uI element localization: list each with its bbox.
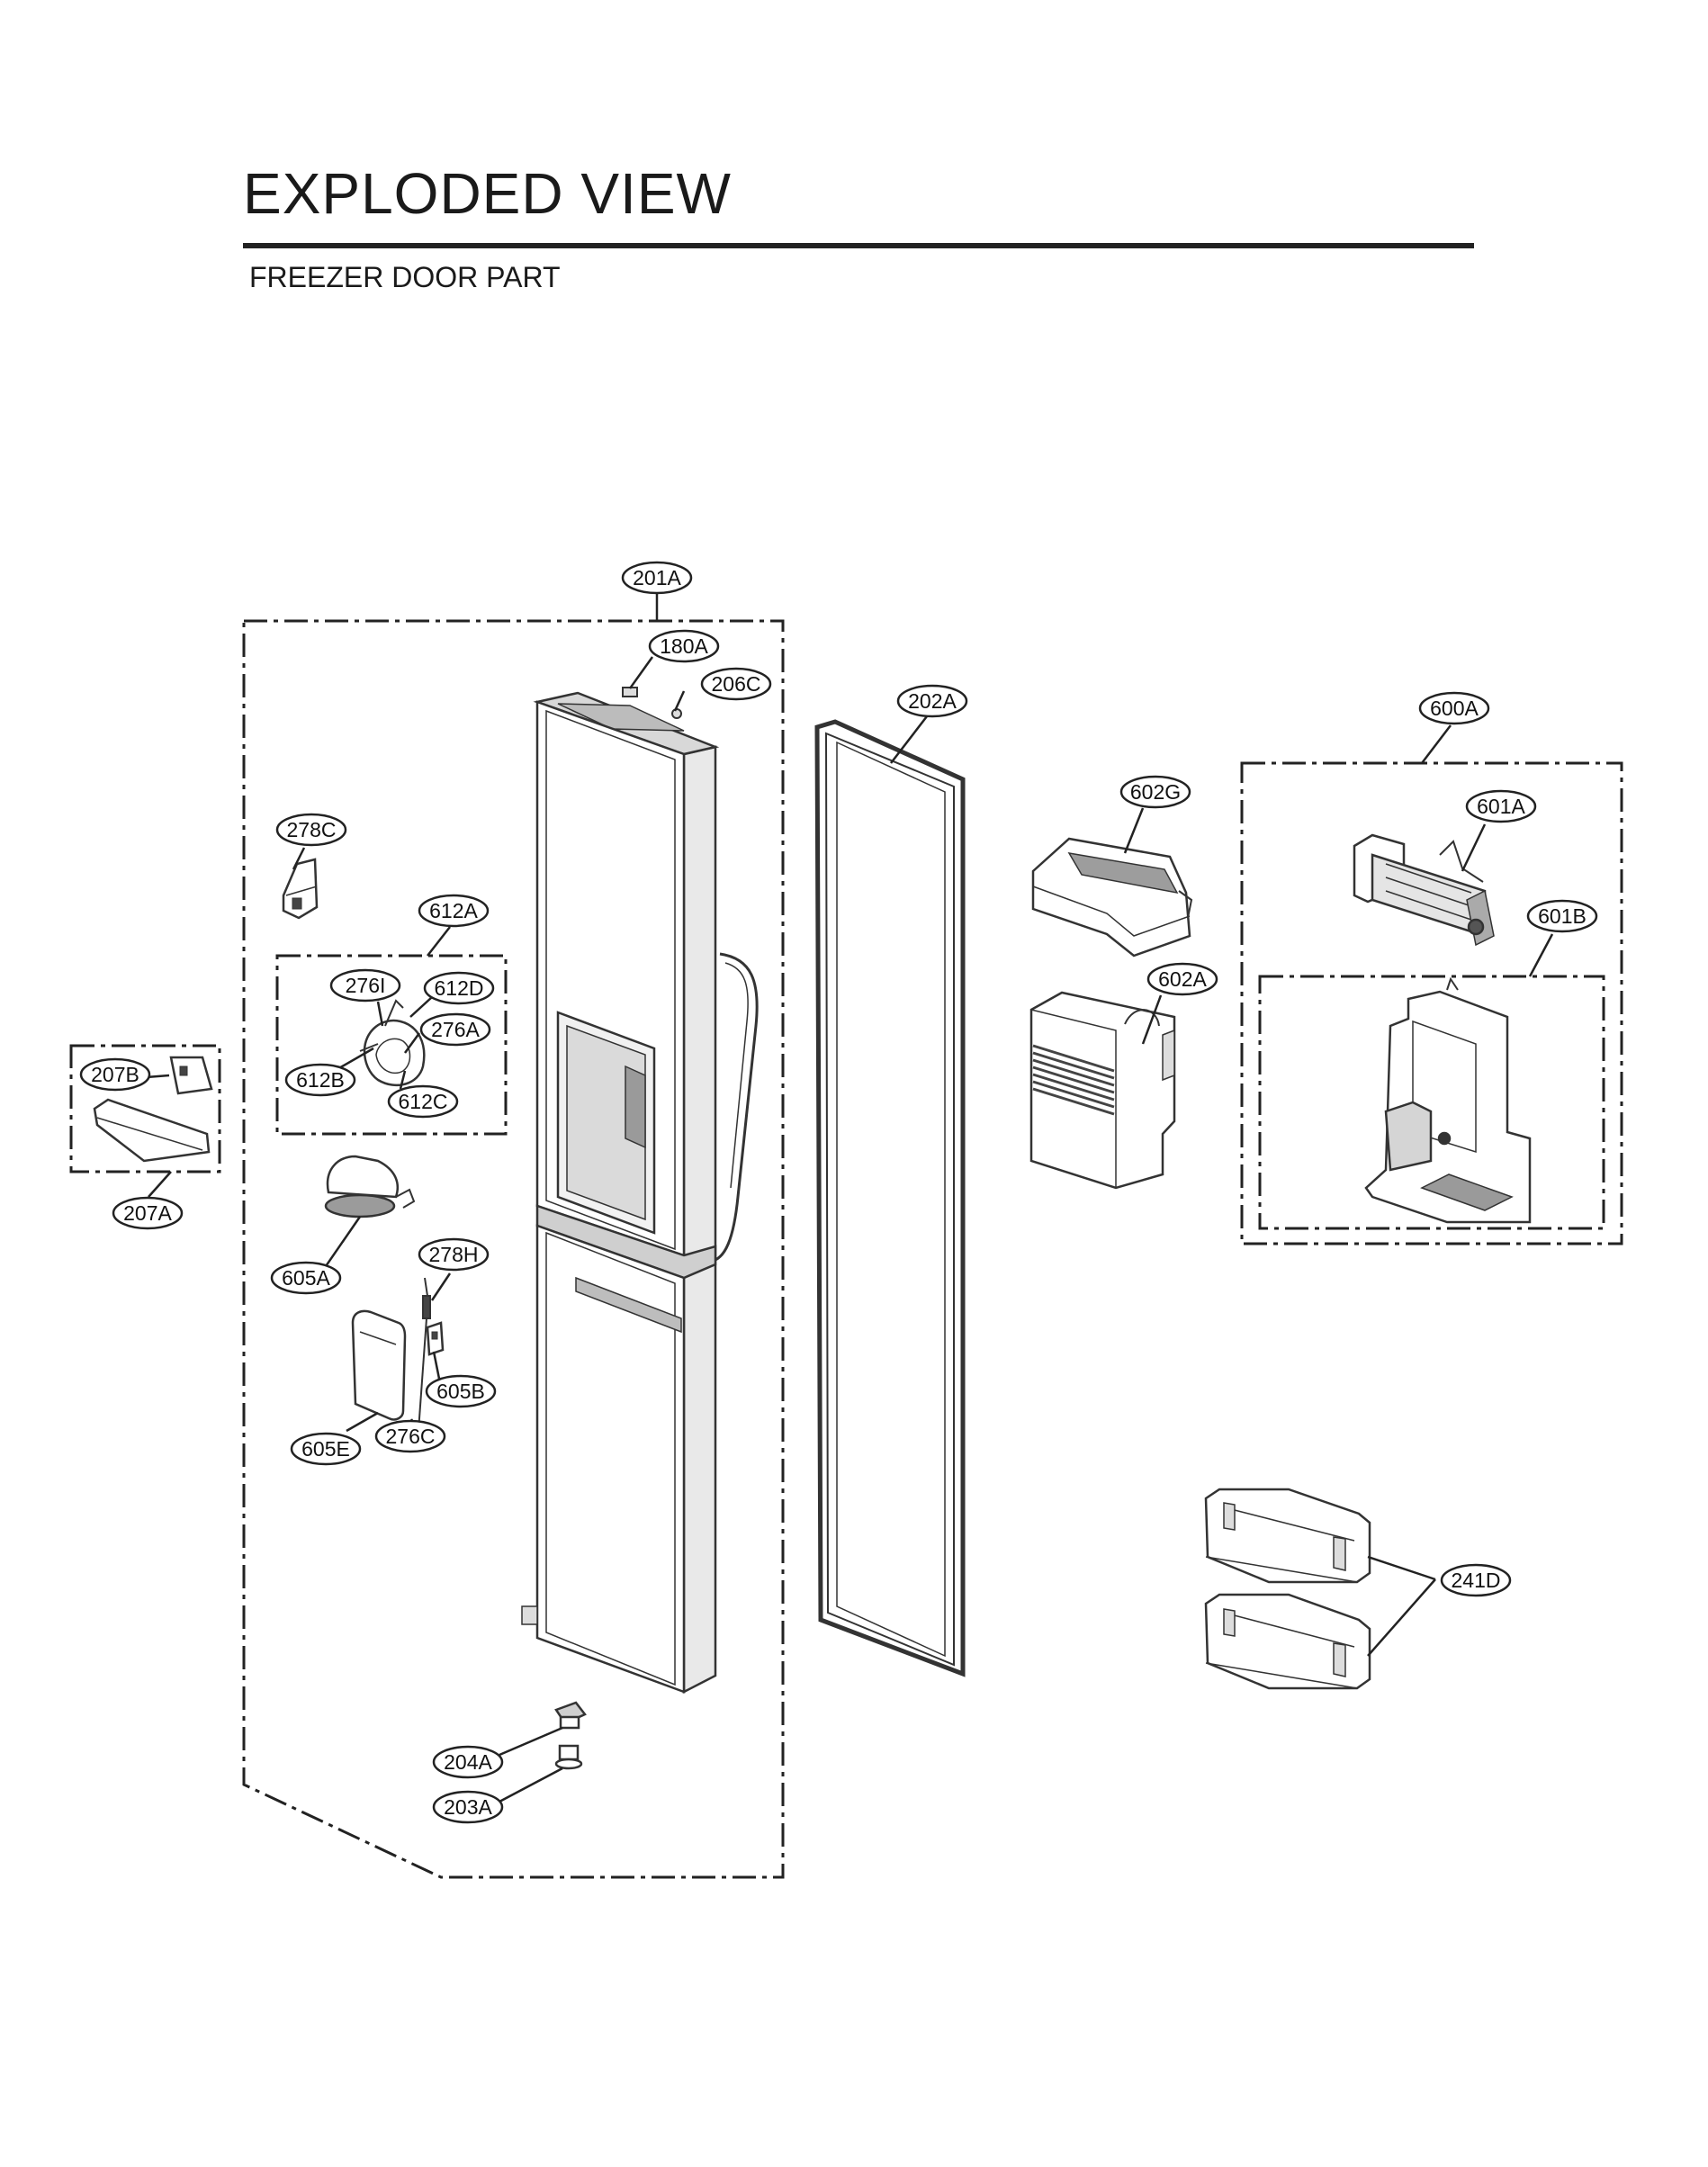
svg-text:207B: 207B — [91, 1063, 139, 1086]
part-612A-motor — [359, 999, 426, 1087]
door-basket-upper — [1204, 1488, 1371, 1584]
callout-602A: 602A — [1146, 962, 1218, 996]
part-605E-cover — [351, 1309, 407, 1421]
callout-241D: 241D — [1440, 1563, 1512, 1597]
svg-text:602G: 602G — [1130, 780, 1181, 804]
freezer-door-body — [521, 691, 759, 1695]
group-612A-boundary — [275, 954, 508, 1136]
svg-text:276C: 276C — [386, 1425, 436, 1448]
svg-text:612A: 612A — [429, 899, 478, 922]
svg-text:201A: 201A — [633, 566, 681, 589]
callout-203A: 203A — [432, 1790, 504, 1824]
svg-text:202A: 202A — [908, 689, 957, 713]
callout-202A: 202A — [896, 684, 968, 718]
part-207A-cover — [93, 1056, 213, 1163]
group-600A-boundary — [1240, 761, 1623, 1245]
page-title: EXPLODED VIEW — [243, 161, 732, 226]
ice-maker — [1353, 833, 1495, 947]
page-subtitle: FREEZER DOOR PART — [249, 261, 561, 293]
callout-278C: 278C — [275, 813, 347, 847]
callout-207B: 207B — [79, 1057, 151, 1092]
group-201A-boundary — [242, 619, 785, 1879]
svg-text:241D: 241D — [1452, 1569, 1501, 1592]
door-gasket — [814, 719, 966, 1677]
callout-605A: 605A — [270, 1261, 342, 1295]
svg-text:207A: 207A — [123, 1201, 172, 1225]
callout-201A: 201A — [621, 561, 693, 595]
svg-text:605A: 605A — [282, 1266, 330, 1290]
callout-276A: 276A — [419, 1012, 491, 1047]
callout-612D: 612D — [423, 971, 495, 1005]
ice-maker-bracket — [1364, 976, 1532, 1224]
callout-612A: 612A — [418, 894, 490, 928]
callout-601B: 601B — [1526, 899, 1598, 933]
svg-text:605E: 605E — [301, 1437, 350, 1461]
svg-text:612B: 612B — [296, 1068, 345, 1092]
callout-276C: 276C — [374, 1419, 446, 1453]
hinge-parts — [554, 1701, 587, 1770]
svg-text:601B: 601B — [1538, 904, 1587, 928]
svg-text:203A: 203A — [444, 1795, 492, 1819]
callout-602G: 602G — [1119, 775, 1191, 809]
ice-bin — [1029, 991, 1176, 1190]
callout-180A: 180A — [648, 629, 720, 663]
svg-text:278C: 278C — [287, 818, 337, 841]
svg-text:601A: 601A — [1477, 795, 1525, 818]
callout-605E: 605E — [290, 1432, 362, 1466]
title-rule — [243, 243, 1474, 248]
svg-text:612D: 612D — [435, 976, 484, 1000]
svg-text:612C: 612C — [399, 1090, 448, 1113]
callout-278H: 278H — [418, 1237, 490, 1272]
callout-601A: 601A — [1465, 789, 1537, 823]
svg-text:204A: 204A — [444, 1750, 492, 1774]
svg-text:276A: 276A — [431, 1018, 480, 1041]
group-601B-boundary — [1258, 975, 1605, 1230]
svg-text:605B: 605B — [436, 1380, 485, 1403]
part-605A-crusher — [324, 1155, 416, 1218]
svg-text:180A: 180A — [660, 634, 708, 658]
part-278H-switch — [418, 1277, 431, 1432]
svg-text:206C: 206C — [712, 672, 761, 696]
callout-612B: 612B — [284, 1063, 356, 1097]
svg-text:602A: 602A — [1158, 967, 1207, 991]
callout-276I: 276I — [329, 968, 401, 1003]
ice-bin-cover — [1031, 837, 1193, 958]
part-278C-bracket — [282, 858, 319, 920]
callout-600A: 600A — [1418, 691, 1490, 725]
group-207A-boundary — [69, 1044, 221, 1173]
callout-204A: 204A — [432, 1745, 504, 1779]
svg-text:600A: 600A — [1430, 697, 1479, 720]
callout-612C: 612C — [387, 1084, 459, 1119]
callout-206C: 206C — [700, 667, 772, 701]
part-605B-switch — [426, 1321, 445, 1356]
leader-lines — [134, 594, 1554, 1803]
callout-605B: 605B — [425, 1374, 497, 1408]
svg-text:278H: 278H — [429, 1243, 479, 1266]
svg-text:276I: 276I — [346, 974, 386, 997]
callout-207A: 207A — [112, 1196, 184, 1230]
door-basket-lower — [1204, 1593, 1371, 1690]
